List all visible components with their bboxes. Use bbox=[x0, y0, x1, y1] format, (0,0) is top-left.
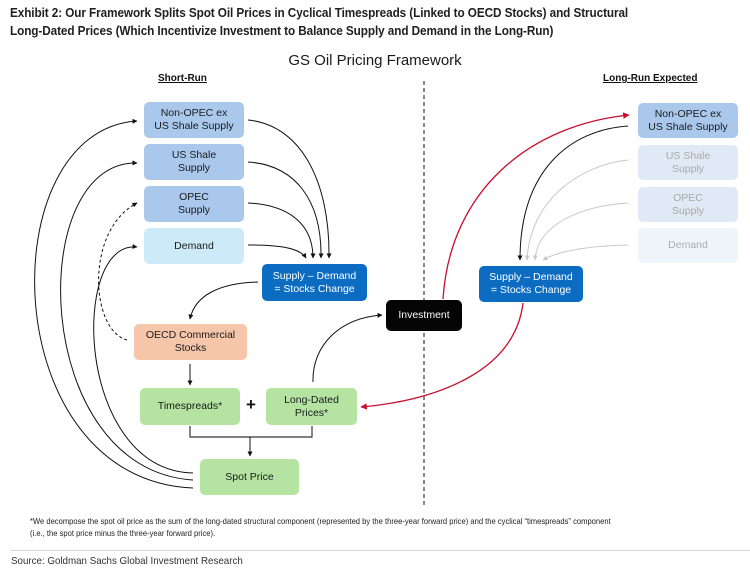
box-sr-us-shale-supply: US Shale Supply bbox=[144, 144, 244, 180]
exhibit-title-line-1: Exhibit 2: Our Framework Splits Spot Oil… bbox=[10, 5, 629, 20]
box-lr-stocks-change: Supply – Demand = Stocks Change bbox=[479, 266, 583, 302]
box-sr-demand: Demand bbox=[144, 228, 244, 264]
exhibit-title: Exhibit 2: Our Framework Splits Spot Oil… bbox=[10, 4, 734, 40]
source-divider bbox=[10, 550, 750, 551]
arrow-balance-to-oecd bbox=[188, 281, 259, 320]
footnote-line-2: (i.e., the spot price minus the three-ye… bbox=[30, 528, 216, 538]
arrow-spot-to-non-opec bbox=[34, 118, 194, 489]
arrow-demand-to-balance bbox=[247, 244, 307, 259]
box-lr-us-shale-supply: US Shale Supply bbox=[638, 145, 738, 180]
arrow-long-run-balance-to-long-dated bbox=[360, 302, 524, 410]
plus-sign: + bbox=[246, 395, 256, 414]
arrow-investment-to-long-run-supply bbox=[442, 112, 630, 300]
footnote-line-1: *We decompose the spot oil price as the … bbox=[30, 516, 611, 526]
arrow-spot-to-us-shale bbox=[60, 160, 194, 481]
sum-bracket bbox=[189, 426, 313, 438]
source-note: Source: Goldman Sachs Global Investment … bbox=[11, 555, 243, 567]
arrow-opec-to-balance bbox=[247, 202, 316, 259]
footnote: *We decompose the spot oil price as the … bbox=[30, 515, 729, 539]
arrow-long-dated-to-investment bbox=[312, 312, 383, 383]
box-lr-demand: Demand bbox=[638, 228, 738, 263]
arrow-oecd-to-opec-dashed bbox=[98, 202, 138, 341]
box-sr-opec-supply: OPEC Supply bbox=[144, 186, 244, 222]
arrow-lr-us-shale-to-balance bbox=[524, 159, 629, 261]
arrow-lr-demand-to-balance bbox=[542, 244, 629, 261]
box-timespreads: Timespreads* bbox=[140, 388, 240, 425]
box-oecd-commercial-stocks: OECD Commercial Stocks bbox=[134, 324, 247, 360]
box-investment: Investment bbox=[386, 300, 462, 331]
box-lr-non-opec-supply: Non-OPEC ex US Shale Supply bbox=[638, 103, 738, 138]
box-spot-price: Spot Price bbox=[200, 459, 299, 495]
framework-title: GS Oil Pricing Framework bbox=[288, 52, 462, 69]
arrow-non-opec-to-balance bbox=[247, 119, 332, 259]
short-run-heading: Short-Run bbox=[158, 73, 207, 84]
long-run-heading: Long-Run Expected bbox=[603, 73, 698, 84]
box-long-dated-prices: Long-Dated Prices* bbox=[266, 388, 357, 425]
arrow-spot-to-demand bbox=[93, 244, 194, 474]
box-lr-opec-supply: OPEC Supply bbox=[638, 187, 738, 222]
box-sr-non-opec-supply: Non-OPEC ex US Shale Supply bbox=[144, 102, 244, 138]
box-sr-stocks-change: Supply – Demand = Stocks Change bbox=[262, 264, 367, 301]
exhibit-title-line-2: Long-Dated Prices (Which Incentivize Inv… bbox=[10, 23, 554, 38]
arrow-lr-opec-to-balance bbox=[532, 202, 629, 261]
arrow-us-shale-to-balance bbox=[247, 161, 324, 259]
arrow-lr-non-opec-to-balance bbox=[517, 125, 629, 261]
